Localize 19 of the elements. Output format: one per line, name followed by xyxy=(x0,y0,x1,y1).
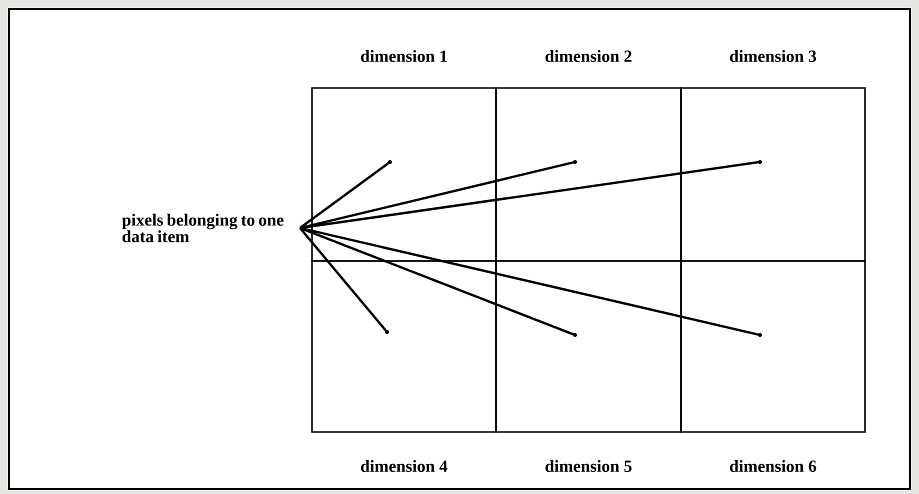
leader-line xyxy=(300,226,760,336)
dimension-label: dimension 4 xyxy=(361,460,448,472)
leader-line xyxy=(299,161,391,229)
dimension-label: dimension 5 xyxy=(546,460,632,472)
grid-cell xyxy=(311,87,497,262)
grid-cell xyxy=(680,87,866,262)
grid-cell xyxy=(495,87,682,262)
dimension-label: dimension 1 xyxy=(361,50,447,62)
leader-line xyxy=(299,227,388,333)
grid-cell xyxy=(311,260,497,433)
leader-line xyxy=(300,226,576,336)
leader-line xyxy=(300,160,760,230)
text-label: pixels belonging to one data item xyxy=(122,214,284,242)
dimension-label: dimension 2 xyxy=(546,50,632,62)
grid-cell xyxy=(495,260,682,433)
leader-line xyxy=(300,160,576,230)
dimension-label: dimension 3 xyxy=(730,50,816,62)
grid-cell xyxy=(680,260,866,433)
dimension-label: dimension 6 xyxy=(730,460,816,472)
